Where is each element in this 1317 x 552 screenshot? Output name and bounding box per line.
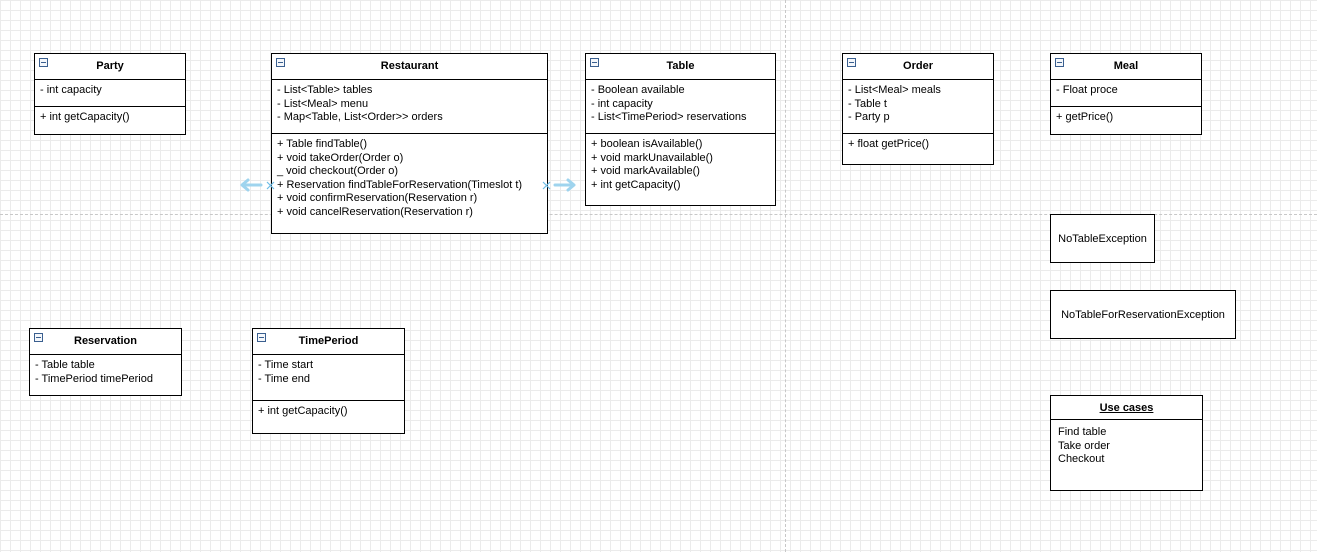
class-name: Restaurant: [380, 59, 439, 72]
class-header[interactable]: Order: [843, 54, 993, 80]
connection-arrow-right-icon[interactable]: [553, 178, 579, 192]
methods-section[interactable]: + float getPrice(): [843, 134, 993, 157]
method: + int getCapacity(): [40, 111, 130, 123]
attribute: - TimePeriod timePeriod: [35, 372, 153, 385]
method: + void markAvailable(): [591, 165, 700, 177]
collapse-icon[interactable]: [1055, 58, 1064, 67]
class-name: Order: [903, 59, 933, 72]
attribute: - Time start: [258, 359, 314, 371]
attribute: - int capacity: [591, 97, 653, 110]
class-no-table-exception[interactable]: NoTableException: [1050, 214, 1155, 263]
class-header[interactable]: TimePeriod: [253, 329, 404, 355]
class-header[interactable]: Restaurant: [272, 54, 547, 80]
collapse-icon[interactable]: [34, 333, 43, 342]
connection-arrow-left-icon[interactable]: [237, 178, 263, 192]
attribute: - Float proce: [1056, 84, 1118, 96]
collapse-icon[interactable]: [257, 333, 266, 342]
collapse-icon[interactable]: [39, 58, 48, 67]
class-name: Party: [96, 59, 124, 72]
class-header[interactable]: Reservation: [30, 329, 181, 355]
page-break-vertical: [785, 0, 786, 552]
attributes-section[interactable]: - List<Table> tables - List<Meal> menu -…: [272, 80, 547, 134]
method: + void markUnavailable(): [591, 151, 713, 164]
class-name: Meal: [1113, 59, 1139, 72]
attribute: - List<Table> tables: [277, 84, 373, 96]
use-cases-list: Find table Take order Checkout: [1051, 420, 1202, 473]
method: + Table findTable(): [277, 138, 367, 150]
class-timeperiod[interactable]: TimePeriod - Time start - Time end + int…: [252, 328, 405, 434]
method: + void takeOrder(Order o): [277, 151, 404, 164]
attributes-section[interactable]: - List<Meal> meals - Table t - Party p: [843, 80, 993, 134]
connection-point-icon[interactable]: [266, 181, 275, 190]
attribute: - Time end: [258, 372, 310, 385]
attribute: - List<Meal> meals: [848, 84, 941, 96]
attribute: - List<TimePeriod> reservations: [591, 111, 747, 123]
attribute: - int capacity: [40, 84, 102, 96]
class-name: Reservation: [74, 334, 137, 347]
methods-section[interactable]: + boolean isAvailable() + void markUnava…: [586, 134, 775, 197]
attribute: - Table t: [848, 97, 887, 110]
class-name: NoTableException: [1058, 232, 1147, 245]
class-party[interactable]: Party - int capacity + int getCapacity(): [34, 53, 186, 135]
method: + float getPrice(): [848, 138, 930, 150]
method: _ void checkout(Order o): [277, 165, 399, 177]
method: + getPrice(): [1056, 111, 1114, 123]
methods-section[interactable]: + int getCapacity(): [253, 401, 404, 424]
page-break-horizontal: [0, 214, 1317, 215]
attribute: - Party p: [848, 111, 890, 123]
class-meal[interactable]: Meal - Float proce + getPrice(): [1050, 53, 1202, 135]
method: + int getCapacity(): [258, 405, 348, 417]
attributes-section[interactable]: - Table table - TimePeriod timePeriod: [30, 355, 181, 391]
attributes-section[interactable]: - Boolean available - int capacity - Lis…: [586, 80, 775, 134]
class-table[interactable]: Table - Boolean available - int capacity…: [585, 53, 776, 206]
class-no-table-for-reservation-exception[interactable]: NoTableForReservationException: [1050, 290, 1236, 339]
class-name: TimePeriod: [298, 334, 359, 347]
method: + void confirmReservation(Reservation r): [277, 192, 478, 204]
use-cases-title: Use cases: [1051, 396, 1202, 420]
attributes-section[interactable]: - Float proce: [1051, 80, 1201, 107]
method: + boolean isAvailable(): [591, 138, 703, 150]
class-order[interactable]: Order - List<Meal> meals - Table t - Par…: [842, 53, 994, 165]
attribute: - Boolean available: [591, 84, 685, 96]
class-restaurant[interactable]: Restaurant - List<Table> tables - List<M…: [271, 53, 548, 234]
attribute: - Table table: [35, 359, 95, 371]
class-header[interactable]: Party: [35, 54, 185, 80]
method: + void cancelReservation(Reservation r): [277, 205, 473, 218]
method: + Reservation findTableForReservation(Ti…: [277, 178, 523, 191]
methods-section[interactable]: + int getCapacity(): [35, 107, 185, 130]
attributes-section[interactable]: - Time start - Time end: [253, 355, 404, 401]
class-header[interactable]: Table: [586, 54, 775, 80]
attributes-section[interactable]: - int capacity: [35, 80, 185, 107]
collapse-icon[interactable]: [276, 58, 285, 67]
attribute: - Map<Table, List<Order>> orders: [277, 111, 443, 123]
methods-section[interactable]: + Table findTable() + void takeOrder(Ord…: [272, 134, 547, 224]
use-case-item: Checkout: [1058, 453, 1105, 465]
connection-point-icon[interactable]: [542, 181, 551, 190]
methods-section[interactable]: + getPrice(): [1051, 107, 1201, 130]
class-name: Table: [666, 59, 695, 72]
class-reservation[interactable]: Reservation - Table table - TimePeriod t…: [29, 328, 182, 396]
collapse-icon[interactable]: [590, 58, 599, 67]
class-name: NoTableForReservationException: [1061, 308, 1225, 321]
use-case-item: Find table: [1058, 426, 1107, 438]
attribute: - List<Meal> menu: [277, 97, 369, 110]
use-cases-box[interactable]: Use cases Find table Take order Checkout: [1050, 395, 1203, 491]
class-header[interactable]: Meal: [1051, 54, 1201, 80]
collapse-icon[interactable]: [847, 58, 856, 67]
method: + int getCapacity(): [591, 178, 681, 191]
use-case-item: Take order: [1058, 439, 1110, 452]
